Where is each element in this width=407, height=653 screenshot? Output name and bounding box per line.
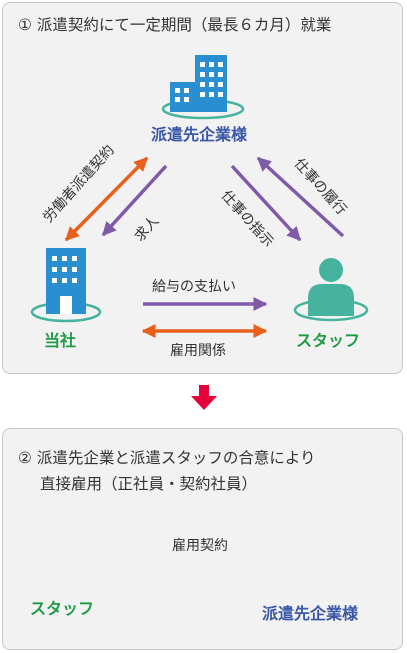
section2-staff-label: スタッフ xyxy=(30,599,95,618)
section1-heading: ① 派遣契約にて一定期間（最長６カ月）就業 xyxy=(18,16,332,34)
request-arrow xyxy=(101,164,168,237)
section2-heading-line2: 直接雇用（正社員・契約社員） xyxy=(40,475,258,493)
dispatch-contract-arrow xyxy=(64,156,149,242)
agency-label: 当社 xyxy=(44,331,77,350)
employment-label: 雇用関係 xyxy=(170,343,226,359)
section2-panel xyxy=(2,428,403,650)
agency-building-icon xyxy=(30,248,102,323)
staff-label: スタッフ xyxy=(296,331,361,350)
work-instruction-arrow xyxy=(230,164,302,242)
client-label: 派遣先企業様 xyxy=(151,125,248,144)
section2-heading-line1: ② 派遣先企業と派遣スタッフの合意により xyxy=(18,449,316,467)
salary-label: 給与の支払い xyxy=(152,279,236,295)
section2-client-label: 派遣先企業様 xyxy=(262,604,359,623)
client-building-icon xyxy=(161,55,245,120)
work-performance-arrow xyxy=(256,156,345,238)
down-arrow-icon xyxy=(191,385,217,410)
staff-person-icon xyxy=(293,258,369,322)
employment-contract-label: 雇用契約 xyxy=(172,538,228,554)
